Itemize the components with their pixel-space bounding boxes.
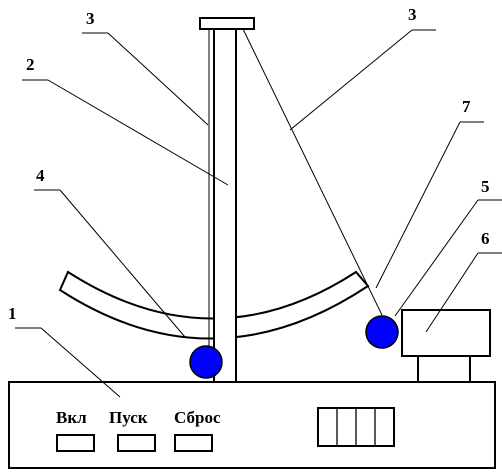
- start-button[interactable]: [117, 434, 156, 452]
- power-button[interactable]: [56, 434, 95, 452]
- callout-1: 1: [8, 304, 17, 323]
- leader-3-left: [107, 32, 209, 126]
- base-unit: [8, 381, 496, 469]
- callout-6: 6: [481, 229, 490, 248]
- callout-3-right: 3: [408, 5, 417, 24]
- ball-left: [189, 345, 223, 379]
- callout-7: 7: [462, 97, 471, 116]
- callout-5: 5: [481, 177, 490, 196]
- top-clamp: [199, 17, 255, 30]
- ball-right: [365, 315, 399, 349]
- launcher-stand: [417, 355, 471, 383]
- leader-4: [59, 189, 186, 338]
- launcher-box: [401, 309, 491, 357]
- reset-button[interactable]: [174, 434, 213, 452]
- start-button-label: Пуск: [109, 408, 148, 427]
- callout-4: 4: [36, 166, 45, 185]
- vertical-column: [213, 28, 237, 383]
- callout-2: 2: [26, 55, 35, 74]
- reset-button-label: Сброс: [174, 408, 221, 427]
- leader-3-right: [289, 29, 413, 131]
- power-button-label: Вкл: [56, 408, 87, 427]
- leader-1: [40, 327, 121, 398]
- callout-3-left: 3: [86, 9, 95, 28]
- leader-2: [47, 79, 229, 186]
- counter-display: [317, 407, 395, 447]
- thread-right: [242, 28, 383, 316]
- leader-7: [375, 121, 461, 289]
- leader-6: [425, 252, 479, 333]
- leader-5: [394, 199, 479, 317]
